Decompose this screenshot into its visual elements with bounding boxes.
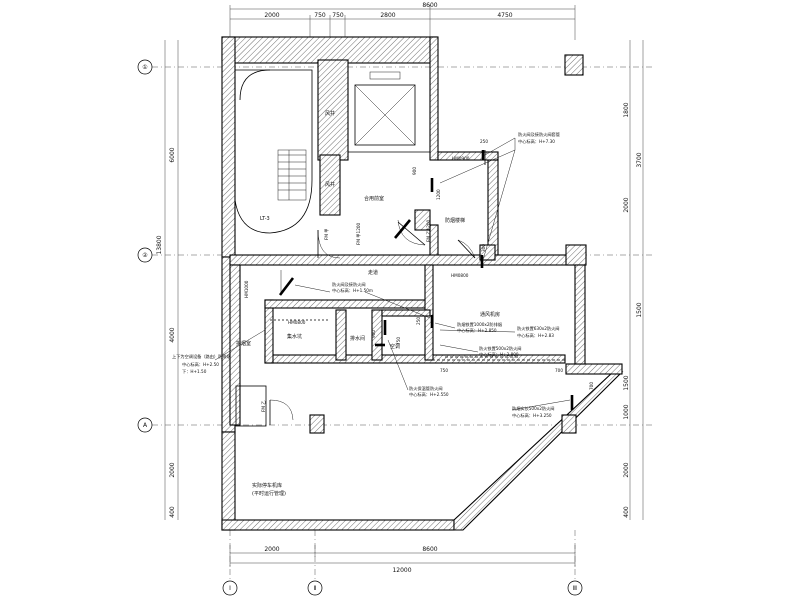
- dim-top-total: 8600: [422, 2, 437, 9]
- dim-right-seg: 2000: [623, 462, 630, 477]
- label-shaft: 风井: [325, 110, 335, 117]
- note-5a: 防火铁置500x2防火阀: [479, 345, 521, 352]
- left-dimensions: 13800 6000 4000 2000 400: [156, 40, 179, 520]
- dim-right-seg: 2000: [623, 197, 630, 212]
- note-8c: 下：H+1.50: [182, 369, 207, 375]
- note-3a: 防烟铁置1000x2防排烟: [457, 321, 502, 328]
- dim-top-seg: 750: [332, 12, 344, 19]
- dim-interior: 750: [440, 368, 448, 373]
- bottom-dimensions: 2000 8600 12000: [229, 545, 576, 574]
- label-garage: 实际停车机库: [252, 482, 282, 489]
- dim-interior: 900: [412, 167, 417, 175]
- note-4b: 中心标高：H+2.83: [517, 332, 554, 339]
- dim-interior: 750: [396, 337, 401, 345]
- dim-interior: 250: [416, 317, 421, 325]
- dim-right-seg: 3700: [636, 152, 643, 167]
- door-hm1: HM0900: [452, 156, 470, 161]
- dim-right-seg: 1800: [623, 102, 630, 117]
- note-8a: 上下为空调设备（路由）防排烟: [172, 353, 231, 360]
- label-passage: 走道: [368, 269, 378, 276]
- dim-right-seg: 400: [623, 506, 630, 518]
- label-shaft: 风井: [325, 181, 335, 188]
- ducts: [270, 150, 574, 410]
- axis-bubble-2: ②: [142, 252, 148, 259]
- label-corridor-e: 防烟楼梯: [445, 217, 465, 224]
- doors: [235, 219, 476, 427]
- top-dimensions: 8600 2000 750 750 2800 4750: [229, 2, 576, 40]
- annotations: 合用前室 防烟楼梯 风井 风井 走道 排烟室 通风机房 空调 集水坑 排水间 实…: [172, 110, 594, 497]
- dim-interior: 300: [481, 244, 486, 252]
- axis-bubble-i: Ⅰ: [229, 585, 231, 592]
- label-garage-note: (平时运行管理): [252, 490, 286, 497]
- axis-bubble-iii: Ⅲ: [573, 585, 577, 592]
- note-2a: 防火阀及接防火阀: [332, 281, 366, 288]
- note-1b: 中心标高：H+7.30: [518, 138, 555, 145]
- door-fm1: FM 甲1200: [356, 222, 362, 245]
- dim-bottom-total: 12000: [392, 567, 411, 574]
- note-3b: 中心标高：H+2.850: [457, 327, 497, 334]
- right-dimensions: 1800 3700 2000 1500 1500 1000 2000 400: [623, 40, 644, 520]
- dim-bottom-seg: 2000: [264, 546, 279, 553]
- door-hm2: HM0800: [451, 273, 469, 278]
- elevator: [348, 71, 430, 153]
- dim-left-bottom: 2000: [169, 462, 176, 477]
- dim-bottom-seg: 8600: [422, 546, 437, 553]
- dim-left-upper: 6000: [169, 147, 176, 162]
- axis-bubble-1: ①: [142, 64, 147, 71]
- axis-bubble-a: A: [143, 422, 148, 429]
- dim-interior: 700: [555, 368, 563, 373]
- note-5b: 中心标高：H+2.800: [479, 351, 519, 358]
- note-7b: 中心标高：H+3.250: [512, 412, 552, 419]
- label-pit: 集水坑: [287, 333, 302, 340]
- label-stair: LT-3: [260, 216, 270, 222]
- label-vent-room: 通风机房: [480, 311, 500, 318]
- axis-bubble-ii: Ⅱ: [314, 585, 317, 592]
- door-hm4: HM1000: [244, 280, 249, 298]
- stair: LT-3: [234, 69, 313, 234]
- note-6a: 防火保温管防火阀: [409, 385, 443, 392]
- note-7a: 防烟实长500x2防火阀: [512, 405, 554, 412]
- dim-left-total: 13800: [156, 235, 163, 254]
- door-fm2: FM 乙1200: [425, 219, 431, 242]
- dim-interior: 700: [589, 382, 594, 390]
- walls: [221, 36, 624, 531]
- leaders: [214, 137, 571, 411]
- label-cellar: 排水间: [350, 335, 365, 342]
- dim-right-seg: 1500: [623, 375, 630, 390]
- note-1a: 防火阀及接防火阀套管: [518, 131, 560, 138]
- dim-interior: 900: [371, 330, 376, 338]
- dim-interior: 250: [480, 139, 488, 144]
- door-hm3: HM0800: [288, 320, 306, 325]
- label-sump: 空调: [390, 343, 400, 350]
- dim-right-seg: 1000: [623, 404, 630, 419]
- label-exhaust-room: 排烟室: [236, 340, 251, 347]
- dim-left-small: 400: [169, 506, 176, 518]
- label-elevator-hall: 合用前室: [364, 195, 384, 202]
- note-2b: 中心标高：H+1.50m: [332, 287, 373, 294]
- door-fm4: FM 乙: [260, 400, 266, 412]
- dim-right-seg: 1500: [636, 302, 643, 317]
- note-4a: 防火铁置630x2防火阀: [517, 325, 559, 332]
- note-6b: 中心标高：H+2.550: [409, 391, 449, 398]
- dim-top-seg: 4750: [497, 12, 512, 19]
- note-8b: 中心标高：H+2.50: [182, 361, 219, 368]
- dim-interior: 1200: [436, 189, 441, 200]
- dim-left-lower: 4000: [169, 327, 176, 342]
- dim-top-seg: 2000: [264, 12, 279, 19]
- door-fm3: FM 甲: [324, 228, 330, 240]
- dim-top-seg: 750: [314, 12, 326, 19]
- dim-top-seg: 2800: [380, 12, 395, 19]
